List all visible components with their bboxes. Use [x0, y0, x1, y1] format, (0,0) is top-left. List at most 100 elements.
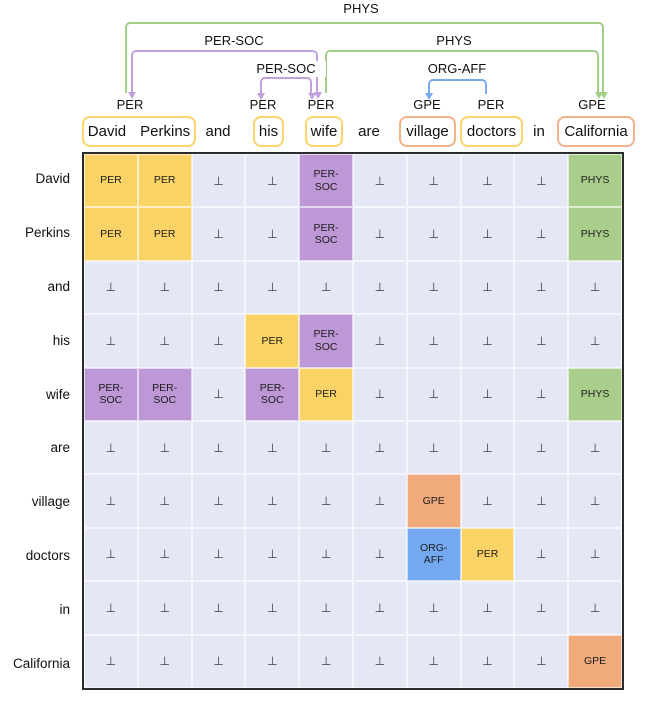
table-cell-his-and: ⊥ [191, 314, 246, 368]
row-label-doctors: doctors [25, 547, 70, 563]
table-cell-doctors-village: ORG-AFF [406, 527, 461, 582]
arrow-down-icon [313, 92, 322, 99]
table-cell-are-in: ⊥ [514, 421, 569, 475]
row-label-wife: wife [45, 386, 70, 402]
table-cell-his-perkins: ⊥ [137, 314, 192, 368]
table-cell-david-doctors: ⊥ [460, 154, 515, 208]
table-cell-are-and: ⊥ [191, 421, 246, 475]
table-cell-wife-perkins: PER-SOC [137, 367, 192, 421]
table-cell-village-his: ⊥ [245, 474, 300, 528]
entity-label-per-david-perkins: PER [116, 97, 144, 112]
token-wife: wife [310, 123, 338, 140]
token-box-village: village [399, 116, 456, 147]
table-cell-california-wife: ⊥ [299, 634, 353, 688]
table-cell-doctors-his: ⊥ [245, 527, 300, 582]
table-cell-his-california: ⊥ [568, 314, 622, 368]
table-cell-his-his: PER [245, 314, 300, 368]
table-cell-perkins-are: ⊥ [352, 207, 407, 261]
row-label-are: are [50, 440, 70, 456]
token-village: village [406, 123, 449, 140]
table-cell-in-perkins: ⊥ [137, 581, 192, 635]
table-cell-and-california: ⊥ [568, 260, 622, 315]
table-cell-in-david: ⊥ [84, 581, 138, 635]
arrow-down-icon [599, 92, 608, 99]
table-cell-village-california: ⊥ [568, 474, 622, 528]
row-label-village: village [31, 494, 70, 510]
token-are: are [358, 123, 380, 140]
table-cell-david-in: ⊥ [514, 154, 569, 208]
row-label-in: in [59, 601, 70, 617]
table-cell-village-doctors: ⊥ [460, 474, 515, 528]
arc-label-org-aff: ORG-AFF [417, 61, 497, 77]
arc-label-per-soc-short: PER-SOC [246, 61, 326, 77]
table-cell-wife-village: ⊥ [406, 367, 461, 421]
table-cell-his-doctors: ⊥ [460, 314, 515, 368]
table-cell-and-are: ⊥ [352, 260, 407, 315]
table-cell-and-his: ⊥ [245, 260, 300, 315]
table-cell-in-doctors: ⊥ [460, 581, 515, 635]
table-cell-perkins-in: ⊥ [514, 207, 569, 261]
table-cell-village-perkins: ⊥ [137, 474, 192, 528]
entity-label-per-doctors: PER [477, 97, 505, 112]
arrow-down-icon [424, 93, 433, 100]
table-cell-doctors-are: ⊥ [352, 527, 407, 582]
table-cell-in-village: ⊥ [406, 581, 461, 635]
table-cell-perkins-village: ⊥ [406, 207, 461, 261]
table-cell-and-and: ⊥ [191, 260, 246, 315]
table-cell-doctors-and: ⊥ [191, 527, 246, 582]
table-cell-perkins-david: PER [84, 207, 138, 261]
table-cell-and-david: ⊥ [84, 260, 138, 315]
token-box-doctors: doctors [460, 116, 523, 147]
token-doctors: doctors [466, 123, 517, 140]
table-cell-california-california: GPE [568, 634, 622, 688]
table-cell-perkins-california: PHYS [568, 207, 622, 261]
table-cell-in-in: ⊥ [514, 581, 569, 635]
table-cell-and-village: ⊥ [406, 260, 461, 315]
table-cell-are-village: ⊥ [406, 421, 461, 475]
table-cell-village-david: ⊥ [84, 474, 138, 528]
token-box-his: his [253, 116, 284, 147]
entity-label-gpe-village: GPE [413, 97, 441, 112]
table-cell-david-david: PER [84, 154, 138, 208]
table-cell-and-in: ⊥ [514, 260, 569, 315]
table-cell-david-his: ⊥ [245, 154, 300, 208]
token-and: and [205, 123, 231, 140]
token-in: in [533, 123, 545, 140]
table-cell-are-david: ⊥ [84, 421, 138, 475]
table-cell-perkins-wife: PER-SOC [299, 207, 353, 261]
table-cell-village-are: ⊥ [352, 474, 407, 528]
entity-label-gpe-california: GPE [578, 97, 606, 112]
token-california: California [564, 123, 628, 140]
table-cell-are-california: ⊥ [568, 421, 622, 475]
table-cell-california-village: ⊥ [406, 634, 461, 688]
table-cell-are-his: ⊥ [245, 421, 300, 475]
arrow-down-icon [594, 92, 603, 99]
table-cell-david-california: PHYS [568, 154, 622, 208]
arc-org-aff-doctors-village [424, 79, 487, 100]
table-cell-doctors-doctors: PER [460, 527, 515, 582]
token-box-wife: wife [305, 116, 343, 147]
arc-per-soc-his-wife [256, 77, 316, 100]
row-label-perkins: Perkins [24, 225, 70, 241]
table-cell-his-are: ⊥ [352, 314, 407, 368]
entity-label-per-his: PER [249, 97, 277, 112]
arc-label-per-soc-long: PER-SOC [194, 33, 274, 49]
table-cell-david-are: ⊥ [352, 154, 407, 208]
table-cell-perkins-his: ⊥ [245, 207, 300, 261]
arrow-down-icon [127, 92, 136, 99]
table-cell-wife-his: PER-SOC [245, 367, 300, 421]
table-cell-village-in: ⊥ [514, 474, 569, 528]
entity-label-per-wife: PER [307, 97, 335, 112]
table-cell-are-doctors: ⊥ [460, 421, 515, 475]
arc-phys-david-california [125, 22, 608, 99]
table-cell-doctors-david: ⊥ [84, 527, 138, 582]
row-label-and: and [47, 278, 70, 294]
token-box-david-perkins: David Perkins [82, 116, 196, 147]
table-cell-california-his: ⊥ [245, 634, 300, 688]
table-cell-in-are: ⊥ [352, 581, 407, 635]
token-david: David [87, 123, 127, 140]
table-cell-perkins-and: ⊥ [191, 207, 246, 261]
table-cell-are-are: ⊥ [352, 421, 407, 475]
